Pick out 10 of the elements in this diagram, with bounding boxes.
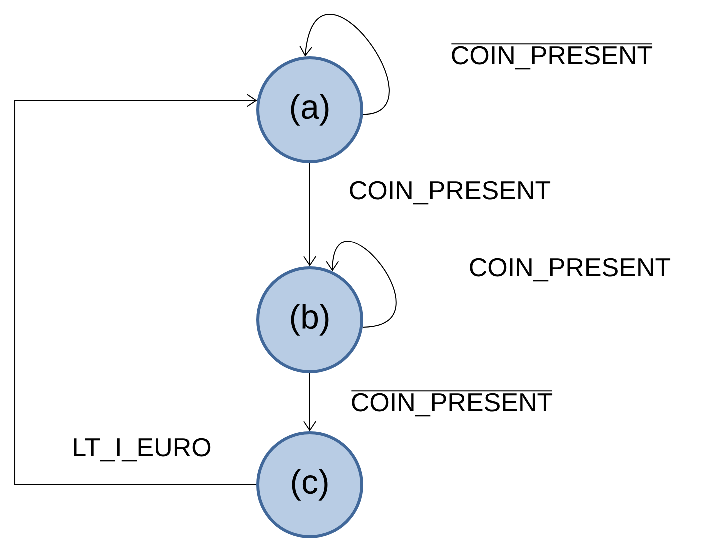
edge-label: COIN_PRESENT bbox=[350, 181, 551, 205]
edge-label: COIN_PRESENT bbox=[451, 44, 653, 70]
edge-label: COIN_PRESENT bbox=[351, 390, 553, 417]
edge-label: COIN_PRESENT bbox=[470, 258, 671, 282]
arrow bbox=[326, 241, 397, 328]
arrow bbox=[14, 94, 258, 486]
arrow bbox=[300, 14, 390, 116]
arrow bbox=[304, 373, 316, 432]
edge-label: LT_I_EURO bbox=[74, 438, 211, 462]
arrow bbox=[304, 163, 316, 266]
